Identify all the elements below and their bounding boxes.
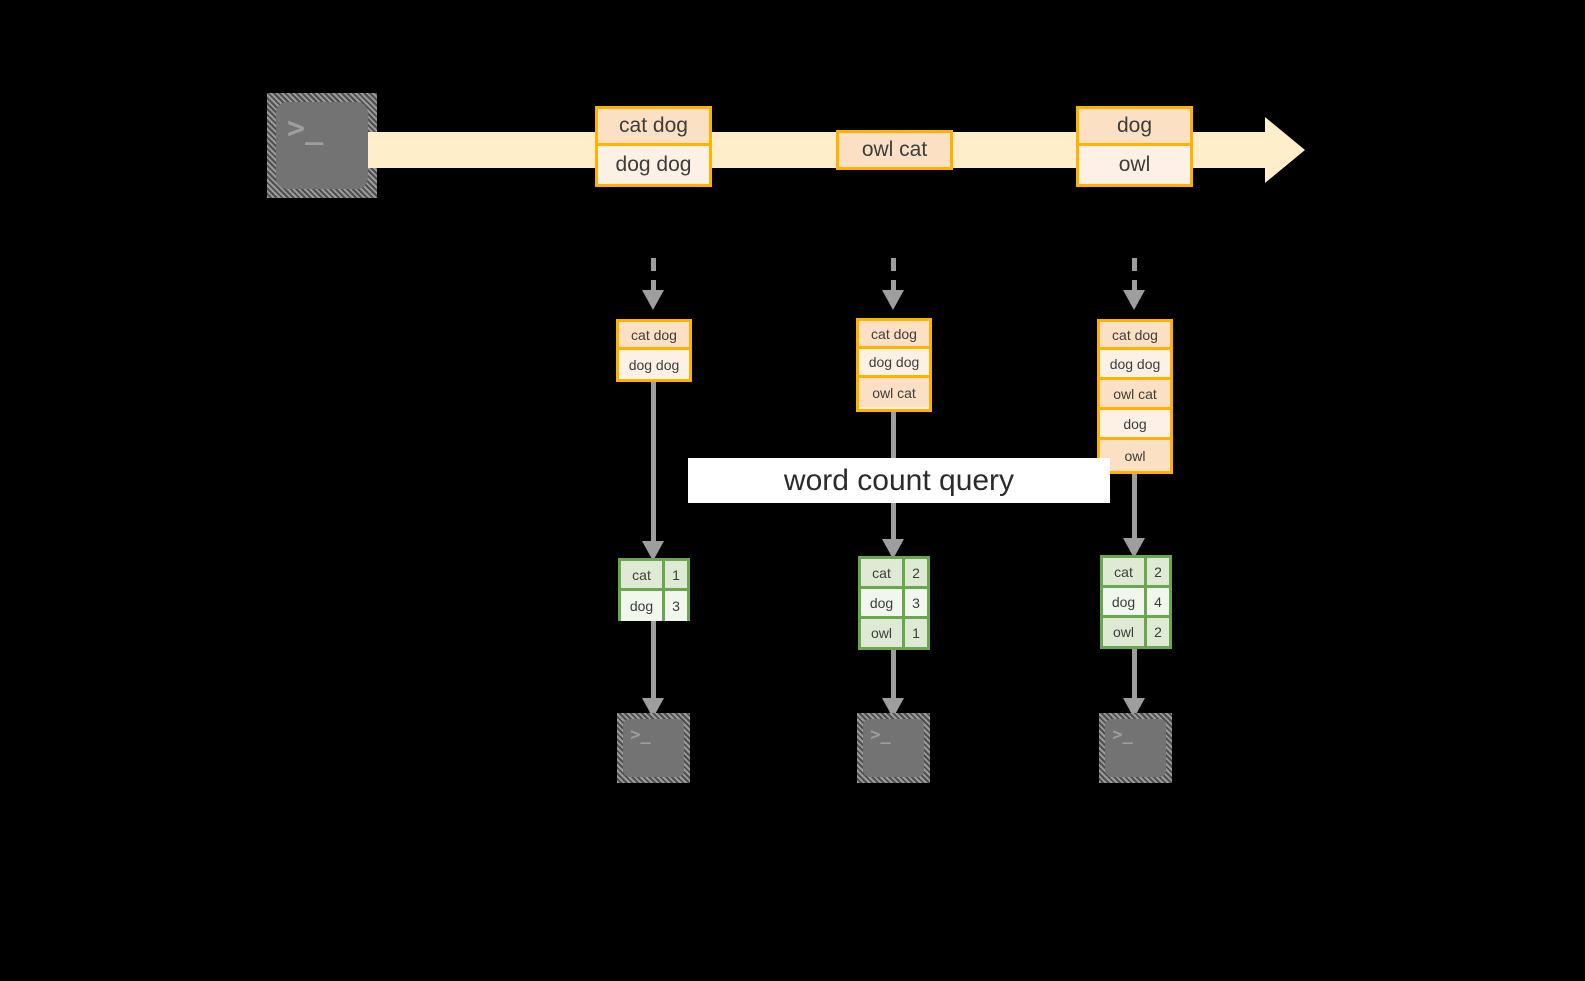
terminal-prompt-glyph: >_ (870, 725, 891, 746)
snapshot-3-row-1-word: cat (1103, 558, 1147, 585)
snapshot-3-record-1: cat dog (1100, 322, 1170, 350)
snapshot-3-row-3-word: owl (1103, 618, 1147, 646)
table-row: cat 2 (861, 559, 927, 589)
snapshot-2-row-2-word: dog (861, 589, 905, 616)
stream-event-1-line-2: dog dog (598, 146, 709, 184)
consumer-terminal-icon-2: >_ (857, 713, 930, 783)
snapshot-2-record-2: dog dog (859, 349, 929, 378)
snapshot-2-record-1: cat dog (859, 321, 929, 349)
terminal-prompt-glyph: >_ (287, 111, 324, 147)
snapshot-1-query-arrowhead (642, 541, 664, 561)
snapshot-3-feed-line (1132, 258, 1137, 294)
snapshot-1-feed-line (651, 258, 656, 294)
snapshot-1-result-table[interactable]: cat 1 dog 3 (618, 558, 690, 621)
snapshot-3-output-line (1132, 649, 1137, 704)
snapshot-1-query-line (651, 382, 656, 547)
snapshot-2-result-table[interactable]: cat 2 dog 3 owl 1 (858, 556, 930, 650)
snapshot-3-record-3: owl cat (1100, 380, 1170, 410)
snapshot-1-record-2: dog dog (619, 350, 689, 379)
snapshot-1-row-2-count: 3 (665, 591, 687, 621)
snapshot-3-record-2: dog dog (1100, 350, 1170, 380)
table-row: dog 3 (621, 591, 687, 621)
snapshot-2-feed-arrowhead (882, 290, 904, 310)
snapshot-1-feed-arrowhead (642, 290, 664, 310)
snapshot-1-output-line (651, 621, 656, 704)
stream-event-3-line-1: dog (1079, 109, 1190, 146)
table-row: owl 2 (1103, 618, 1169, 646)
snapshot-2-row-1-count: 2 (905, 559, 927, 586)
stream-arrowhead (1265, 117, 1305, 183)
snapshot-3-row-1-count: 2 (1147, 558, 1169, 585)
snapshot-3-row-3-count: 2 (1147, 618, 1169, 646)
producer-terminal-icon: >_ (267, 93, 377, 198)
snapshot-3-record-4: dog (1100, 410, 1170, 440)
consumer-terminal-icon-1: >_ (617, 713, 690, 783)
snapshot-2-row-2-count: 3 (905, 589, 927, 616)
snapshot-3-records[interactable]: cat dog dog dog owl cat dog owl (1097, 319, 1173, 474)
terminal-screen: >_ (863, 719, 924, 777)
table-row: cat 2 (1103, 558, 1169, 588)
snapshot-3-record-5: owl (1100, 440, 1170, 471)
snapshot-2-row-1-word: cat (861, 559, 905, 586)
stream-event-1[interactable]: cat dog dog dog (595, 106, 712, 187)
snapshot-1-row-2-word: dog (621, 591, 665, 621)
snapshot-1-records[interactable]: cat dog dog dog (616, 319, 692, 382)
terminal-prompt-glyph: >_ (1112, 725, 1133, 746)
table-row: dog 3 (861, 589, 927, 619)
snapshot-3-result-table[interactable]: cat 2 dog 4 owl 2 (1100, 555, 1172, 649)
snapshot-2-feed-line (891, 258, 896, 294)
snapshot-1-row-1-word: cat (621, 561, 665, 588)
snapshot-3-row-2-count: 4 (1147, 588, 1169, 615)
stream-event-3-line-2: owl (1079, 146, 1190, 184)
snapshot-3-query-line (1132, 474, 1137, 546)
snapshot-2-row-3-count: 1 (905, 619, 927, 647)
terminal-prompt-glyph: >_ (630, 725, 651, 746)
snapshot-1-record-1: cat dog (619, 322, 689, 350)
snapshot-2-records[interactable]: cat dog dog dog owl cat (856, 318, 932, 412)
terminal-screen: >_ (276, 102, 368, 189)
terminal-screen: >_ (1105, 719, 1166, 777)
stream-event-2-line-1: owl cat (839, 133, 950, 167)
consumer-terminal-icon-3: >_ (1099, 713, 1172, 783)
table-row: owl 1 (861, 619, 927, 647)
stream-event-2[interactable]: owl cat (836, 130, 953, 170)
snapshot-3-row-2-word: dog (1103, 588, 1147, 615)
stream-event-3[interactable]: dog owl (1076, 106, 1193, 187)
snapshot-2-row-3-word: owl (861, 619, 905, 647)
table-row: cat 1 (621, 561, 687, 591)
snapshot-2-record-3: owl cat (859, 378, 929, 407)
terminal-screen: >_ (623, 719, 684, 777)
query-label: word count query (688, 458, 1110, 503)
stream-event-1-line-1: cat dog (598, 109, 709, 146)
snapshot-1-row-1-count: 1 (665, 561, 687, 588)
snapshot-2-output-line (891, 650, 896, 704)
snapshot-3-feed-arrowhead (1123, 290, 1145, 310)
snapshot-3-query-arrowhead (1123, 538, 1145, 558)
snapshot-2-query-arrowhead (882, 539, 904, 559)
table-row: dog 4 (1103, 588, 1169, 618)
